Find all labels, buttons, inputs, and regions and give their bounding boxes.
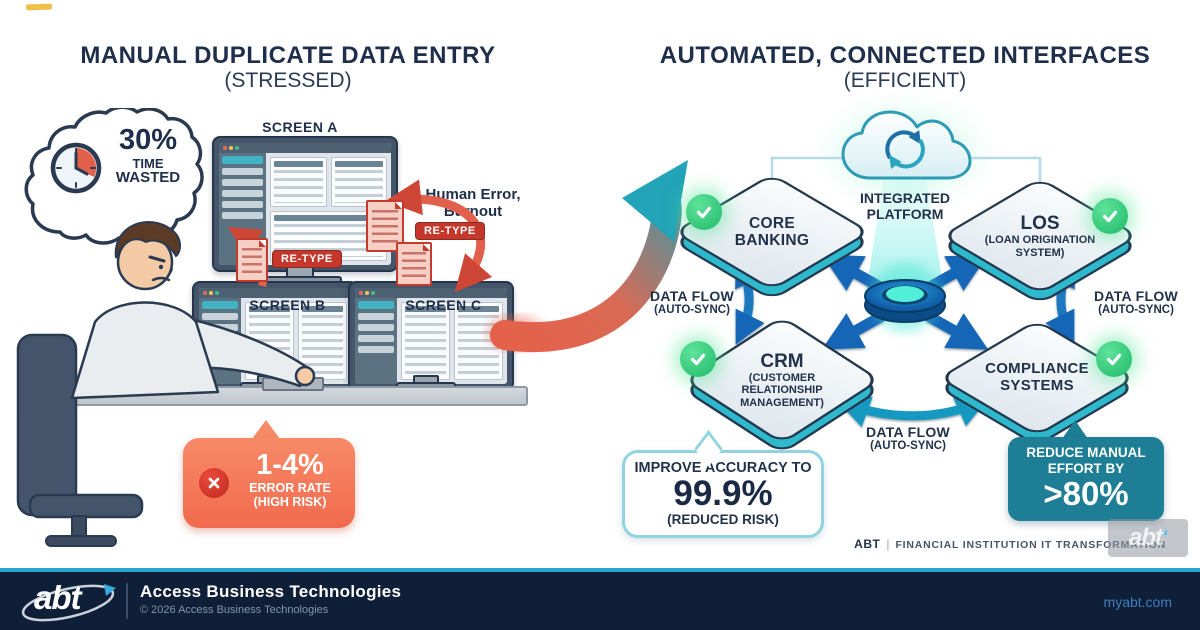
error-rate-value: 1-4% xyxy=(256,449,324,481)
footer-bar: abt Access Business Technologies © 2026 … xyxy=(0,572,1200,630)
yellow-accent-mark xyxy=(25,3,53,11)
integrated-platform-label: INTEGRATED PLATFORM xyxy=(860,190,950,223)
retype-badge: RE-TYPE xyxy=(415,222,485,240)
right-subtitle: (EFFICIENT) xyxy=(843,69,967,92)
accuracy-value: 99.9% xyxy=(673,474,773,514)
retype-arrows xyxy=(227,179,493,293)
left-title: MANUAL DUPLICATE DATA ENTRY xyxy=(80,42,496,69)
check-icon xyxy=(686,194,722,230)
footer-divider xyxy=(126,583,128,619)
effort-line2: EFFORT BY xyxy=(1047,460,1125,476)
abt-tagline: ABT | FINANCIAL INSTITUTION IT TRANSFORM… xyxy=(854,537,1166,551)
effort-value: >80% xyxy=(1043,474,1129,512)
footer-accent-line xyxy=(0,568,1200,572)
footer-copyright: © 2026 Access Business Technologies xyxy=(140,604,329,616)
check-icon xyxy=(1096,341,1132,377)
transition-arrow xyxy=(488,160,688,353)
retype-badge: RE-TYPE xyxy=(272,250,342,268)
cloud-sync-icon xyxy=(841,110,972,180)
data-flow-label-bottom: DATA FLOW (AUTO-SYNC) xyxy=(865,424,951,453)
time-wasted-line1: TIME xyxy=(132,156,164,171)
node-compliance: COMPLIANCE SYSTEMS xyxy=(937,318,1137,447)
document-icon xyxy=(236,238,268,282)
time-wasted-line2: WASTED xyxy=(115,169,181,186)
data-flow-label-right: DATA FLOW (AUTO-SYNC) xyxy=(1093,288,1179,317)
accuracy-line2: (REDUCED RISK) xyxy=(667,511,779,527)
error-callout-pointer xyxy=(252,420,280,439)
abt-logo-text: abt xyxy=(34,579,81,616)
abt-logo: abt xyxy=(20,576,120,626)
node-core-banking: CORE BANKING xyxy=(672,173,872,301)
data-flow-label-left: DATA FLOW (AUTO-SYNC) xyxy=(649,288,735,317)
accuracy-line1: IMPROVE ACCURACY TO xyxy=(634,459,812,476)
error-x-icon xyxy=(199,468,229,498)
document-icon xyxy=(396,242,432,286)
time-wasted-percent: 30% xyxy=(118,124,178,156)
check-icon xyxy=(680,341,716,377)
effort-callout-pointer xyxy=(1062,420,1088,439)
watermark-dot xyxy=(1163,529,1167,535)
screen-c-label: SCREEN C xyxy=(405,297,482,313)
screen-a-mockup xyxy=(219,143,391,265)
monitor-screen-c: SCREEN C xyxy=(348,281,514,391)
stressed-worker-illustration xyxy=(16,221,316,547)
error-rate-line2: (HIGH RISK) xyxy=(253,494,327,509)
effort-callout: REDUCE MANUAL EFFORT BY >80% xyxy=(1008,437,1164,521)
screen-c-mockup: SCREEN C xyxy=(355,288,507,384)
right-title: AUTOMATED, CONNECTED INTERFACES xyxy=(659,42,1151,69)
clock-icon xyxy=(50,142,102,194)
effort-line1: REDUCE MANUAL xyxy=(1026,445,1146,461)
node-los: LOS (LOAN ORIGINATION SYSTEM) xyxy=(940,177,1140,305)
error-rate-callout: 1-4% ERROR RATE (HIGH RISK) xyxy=(183,438,355,528)
error-rate-line1: ERROR RATE xyxy=(249,480,331,495)
footer-company-name: Access Business Technologies xyxy=(140,582,402,601)
time-wasted-stat: 30% TIME WASTED xyxy=(100,124,196,186)
accuracy-callout: IMPROVE ACCURACY TO 99.9% (REDUCED RISK) xyxy=(622,450,824,538)
screen-a-label: SCREEN A xyxy=(262,119,338,135)
node-crm: CRM (CUSTOMER RELATIONSHIP MANAGEMENT) xyxy=(682,315,882,455)
screen-b-label: SCREEN B xyxy=(249,297,326,313)
footer-website-link[interactable]: myabt.com xyxy=(1103,594,1172,610)
check-icon xyxy=(1092,198,1128,234)
left-subtitle: (STRESSED) xyxy=(224,69,352,92)
abt-watermark: abt xyxy=(1108,519,1188,557)
